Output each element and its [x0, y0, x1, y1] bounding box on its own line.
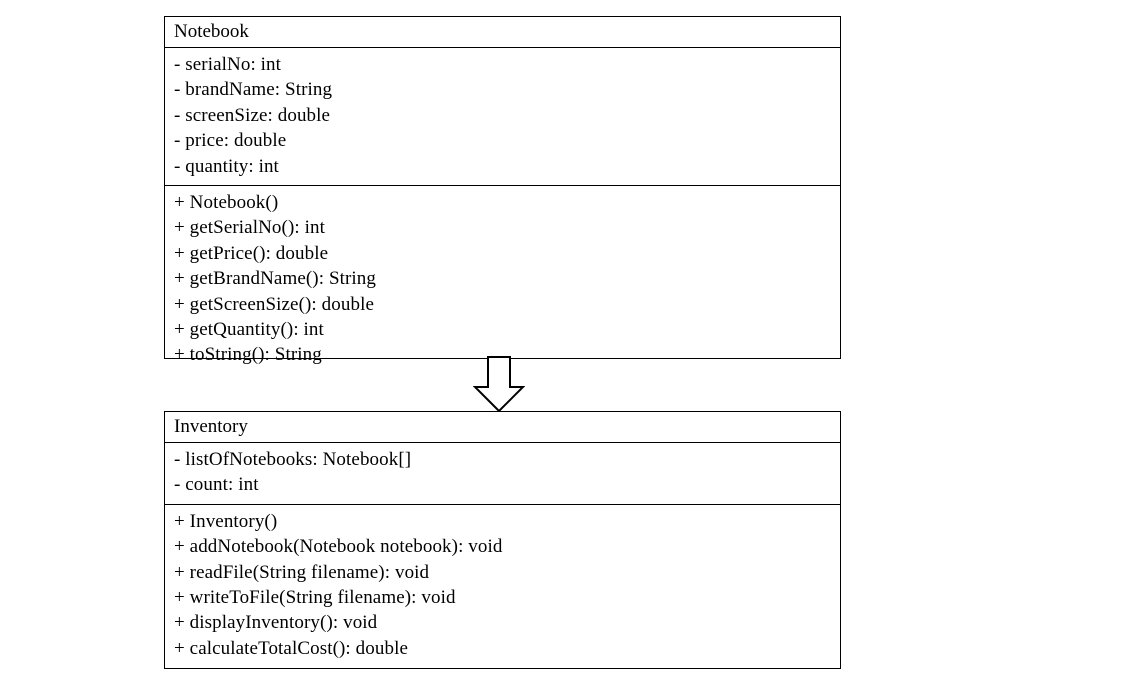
attributes-compartment-notebook: - serialNo: int - brandName: String - sc…	[165, 48, 840, 185]
method-row: + getBrandName(): String	[174, 268, 377, 290]
methods-compartment-notebook: + Notebook() + getSerialNo(): int + getP…	[165, 185, 840, 374]
method-row: + getPrice(): double	[174, 242, 329, 264]
method-row: + toString(): String	[174, 344, 322, 366]
method-row: + displayInventory(): void	[174, 612, 378, 634]
method-row: + writeToFile(String filename): void	[174, 587, 456, 609]
attribute-row: - screenSize: double	[174, 104, 331, 126]
attribute-row: - brandName: String	[174, 79, 333, 101]
attribute-row: - count: int	[174, 474, 259, 496]
attribute-row: - price: double	[174, 130, 287, 152]
attribute-row: - quantity: int	[174, 155, 279, 177]
method-row: + getSerialNo(): int	[174, 217, 325, 239]
method-row: + Inventory()	[174, 510, 278, 532]
method-row: + Notebook()	[174, 192, 279, 214]
class-name-inventory: Inventory	[165, 412, 840, 443]
method-row: + readFile(String filename): void	[174, 561, 430, 583]
attribute-row: - serialNo: int	[174, 54, 282, 75]
attribute-row: - listOfNotebooks: Notebook[]	[174, 449, 412, 470]
uml-class-inventory[interactable]: Inventory - listOfNotebooks: Notebook[] …	[164, 411, 841, 669]
method-row: + addNotebook(Notebook notebook): void	[174, 536, 503, 558]
method-row: + calculateTotalCost(): double	[174, 637, 408, 659]
class-name-notebook: Notebook	[165, 17, 840, 48]
methods-compartment-inventory: + Inventory() + addNotebook(Notebook not…	[165, 503, 840, 667]
method-row: + getScreenSize(): double	[174, 293, 374, 315]
generalization-arrow-icon	[473, 356, 525, 412]
method-row: + getQuantity(): int	[174, 319, 324, 341]
uml-class-notebook[interactable]: Notebook - serialNo: int - brandName: St…	[164, 16, 841, 365]
attributes-compartment-inventory: - listOfNotebooks: Notebook[] - count: i…	[165, 443, 840, 504]
